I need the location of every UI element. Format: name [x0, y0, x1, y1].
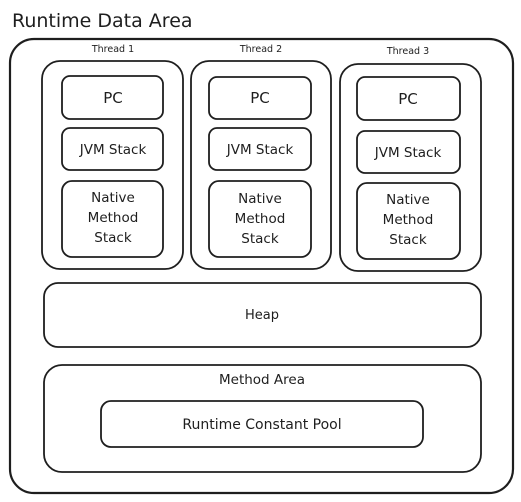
thread-3-label: Thread 3: [386, 46, 429, 57]
thread-2-group: Thread 2 PC JVM Stack Native Method Stac…: [190, 44, 332, 270]
runtime-constant-pool-label: Runtime Constant Pool: [182, 417, 341, 433]
thread-3-native-line-3: Stack: [389, 232, 427, 248]
thread-3-box: [339, 63, 482, 272]
heap-label: Heap: [245, 308, 279, 323]
thread-2-label: Thread 2: [239, 44, 282, 55]
heap-box: [43, 282, 482, 348]
thread-1-pc-label: PC: [103, 89, 123, 107]
thread-3-native-method-stack-box: [356, 182, 461, 260]
runtime-constant-pool-box: [100, 400, 424, 448]
thread-2-jvm-stack-box: [208, 127, 312, 171]
thread-1-native-method-stack-box: [61, 180, 164, 258]
thread-1-jvm-stack-label: JVM Stack: [79, 142, 147, 158]
thread-2-native-line-3: Stack: [241, 231, 279, 247]
thread-1-jvm-stack-box: [61, 127, 164, 171]
thread-2-pc-label: PC: [250, 89, 270, 107]
thread-1-native-line-1: Native: [91, 190, 135, 206]
thread-3-pc-box: [356, 76, 461, 121]
method-area-label: Method Area: [219, 372, 305, 388]
thread-2-pc-box: [208, 76, 312, 120]
thread-2-native-line-1: Native: [238, 191, 282, 207]
thread-1-native-line-3: Stack: [94, 230, 132, 246]
runtime-data-area-container: [8, 37, 515, 495]
thread-1-group: Thread 1 PC JVM Stack Native Method Stac…: [41, 44, 184, 270]
thread-2-native-method-stack-box: [208, 180, 312, 258]
thread-1-box: [41, 60, 184, 270]
thread-3-jvm-stack-label: JVM Stack: [374, 145, 442, 161]
diagram-title: Runtime Data Area: [12, 10, 193, 32]
thread-3-group: Thread 3 PC JVM Stack Native Method Stac…: [339, 46, 482, 272]
thread-3-jvm-stack-box: [356, 130, 461, 174]
thread-3-pc-label: PC: [398, 90, 418, 108]
thread-1-label: Thread 1: [91, 44, 134, 55]
thread-2-jvm-stack-label: JVM Stack: [226, 142, 294, 158]
thread-3-native-line-2: Method: [383, 212, 434, 228]
thread-2-box: [190, 60, 332, 270]
method-area-box: [43, 364, 482, 473]
thread-2-native-line-2: Method: [235, 211, 286, 227]
thread-1-native-line-2: Method: [88, 210, 139, 226]
thread-1-pc-box: [61, 75, 164, 120]
thread-3-native-line-1: Native: [386, 192, 430, 208]
